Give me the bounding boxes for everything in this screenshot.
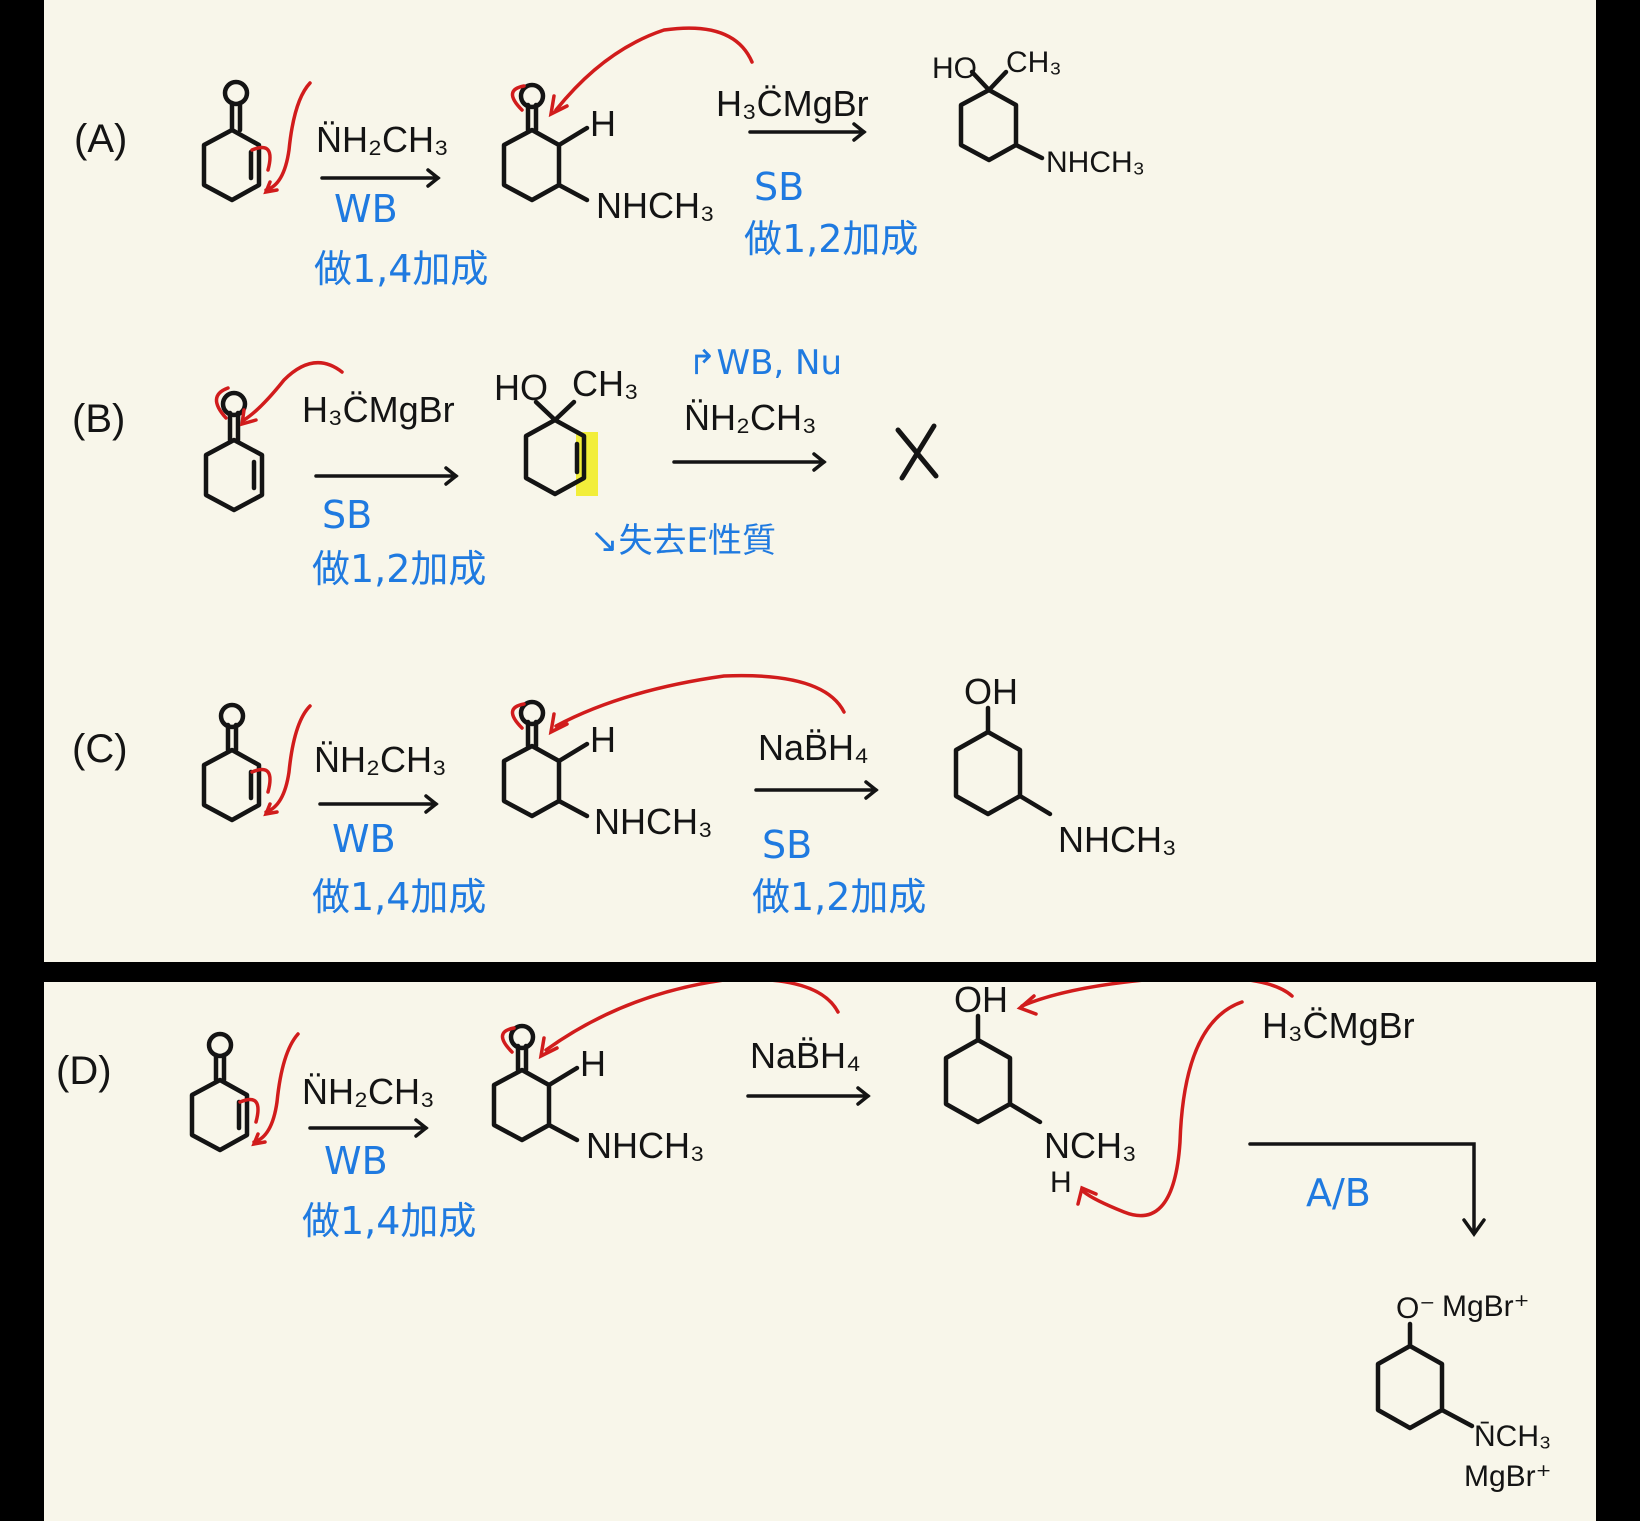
- row-c-note-2: 做1,2加成: [752, 875, 926, 919]
- row-c-reagent-2: NaB̈H₄: [758, 727, 869, 768]
- row-c-curly-arrow-2: [554, 673, 846, 728]
- row-a-label: (A): [74, 117, 127, 161]
- row-a-note-2: 做1,2加成: [744, 217, 918, 261]
- row-c-note-1: 做1,4加成: [312, 875, 486, 919]
- bottom-panel: (D) N̈H₂CH₃ WB 做1,4加成 H NHCH₃ NaB̈H₄: [44, 982, 1596, 1521]
- row-d-note-1: 做1,4加成: [302, 1199, 476, 1243]
- row-b-curly-arrow: [242, 360, 344, 422]
- row-b-no-reaction-mark: [895, 423, 939, 481]
- row-d-bent-arrow: [1248, 1142, 1486, 1238]
- row-c-intermediate: [501, 699, 590, 819]
- row-d-condition-3: A/B: [1306, 1171, 1371, 1215]
- top-scheme-canvas: (A) N̈H₂CH₃ WB 做1,4加成 H NHCH₃ H₃C̈MgBr S…: [72, 26, 1177, 919]
- row-a-curly-arrow-2: [554, 26, 754, 112]
- row-d-reagent-2: NaB̈H₄: [750, 1035, 861, 1076]
- row-c-prod-oh: OH: [964, 671, 1018, 712]
- row-c-reagent-1: N̈H₂CH₃: [314, 739, 447, 780]
- row-d-arrow-2: [746, 1086, 871, 1106]
- row-d-curly-arrows-1: [238, 1032, 300, 1147]
- row-d-reagent-3: H₃C̈MgBr: [1262, 1005, 1415, 1046]
- row-d-reagent-1: N̈H₂CH₃: [302, 1071, 435, 1112]
- row-c-condition-2: SB: [762, 823, 812, 867]
- row-d-enone: [189, 1031, 250, 1153]
- row-d-prod-oxygen: O⁻: [1396, 1292, 1435, 1325]
- row-b-int-ho: HO: [494, 367, 548, 408]
- row-d-curly-arrows-3: [1016, 982, 1294, 1218]
- row-a-condition-2: SB: [754, 165, 804, 209]
- row-c-enone: [201, 702, 262, 823]
- row-c-condition-1: WB: [332, 817, 396, 861]
- row-a-note-1: 做1,4加成: [314, 247, 488, 291]
- row-d-label: (D): [56, 1049, 112, 1093]
- row-a-product: [958, 69, 1045, 163]
- row-c-product: [953, 705, 1053, 817]
- row-b-side-note: ↘失去E性質: [590, 521, 776, 561]
- row-d-int2-substituent: NCH₃: [1044, 1125, 1137, 1166]
- row-a-reagent-2: H₃C̈MgBr: [716, 83, 869, 124]
- row-a-prod-ho: HO: [932, 52, 977, 85]
- row-d-curly-arrow-2: [544, 982, 840, 1052]
- row-a-condition-1: WB: [334, 187, 398, 231]
- row-c-prod-substituent: NHCH₃: [1058, 819, 1177, 860]
- row-b-alcohol: [523, 399, 598, 497]
- row-d-int-substituent: NHCH₃: [586, 1125, 705, 1166]
- row-b-reagent-2: N̈H₂CH₃: [684, 397, 817, 438]
- row-a-arrow-2: [748, 122, 867, 142]
- row-a-intermediate: [501, 82, 590, 203]
- row-b-enone: [203, 390, 265, 513]
- row-a-int-substituent: NHCH₃: [596, 185, 715, 226]
- row-d-int2-oh: OH: [954, 982, 1008, 1020]
- row-b-note-1: 做1,2加成: [312, 547, 486, 591]
- row-d-product: [1375, 1321, 1475, 1431]
- row-a-reagent-1: N̈H₂CH₃: [316, 119, 449, 160]
- row-b-condition-1: SB: [322, 493, 372, 537]
- top-panel: (A) N̈H₂CH₃ WB 做1,4加成 H NHCH₃ H₃C̈MgBr S…: [44, 0, 1596, 962]
- row-b-arrow-2: [672, 452, 827, 472]
- row-d-arrow-1: [308, 1118, 429, 1138]
- row-c-int-h: H: [590, 719, 616, 760]
- row-a-curly-arrows-1: [250, 81, 312, 195]
- bottom-scheme-canvas: (D) N̈H₂CH₃ WB 做1,4加成 H NHCH₃ NaB̈H₄: [56, 982, 1552, 1493]
- row-a-enone: [201, 79, 262, 203]
- row-b-label: (B): [72, 397, 125, 441]
- row-b-arrow-1: [314, 466, 459, 486]
- row-d-intermediate-2: [943, 1013, 1043, 1125]
- row-b-reagent-2-note: ↱WB, Nu: [688, 343, 842, 383]
- row-b-reagent-1: H₃C̈MgBr: [302, 389, 455, 430]
- row-d-prod-mgbr-1: MgBr⁺: [1442, 1290, 1530, 1323]
- row-d-int2-h: H: [1050, 1166, 1072, 1199]
- row-c-label: (C): [72, 727, 128, 771]
- row-c-int-substituent: NHCH₃: [594, 801, 713, 842]
- row-d-intermediate-1: [491, 1023, 580, 1143]
- row-c-arrow-2: [754, 780, 879, 800]
- row-d-prod-nitrogen: N̄CH₃: [1474, 1420, 1551, 1453]
- row-a-prod-substituent: NHCH₃: [1046, 146, 1145, 179]
- row-d-prod-mgbr-2: MgBr⁺: [1464, 1460, 1552, 1493]
- row-b-int-ch3: CH₃: [572, 363, 639, 404]
- row-d-condition-1: WB: [324, 1139, 388, 1183]
- row-a-int-h: H: [590, 103, 616, 144]
- highlight-mark: [576, 432, 598, 496]
- row-c-curly-arrows-1: [250, 704, 312, 817]
- row-a-arrow-1: [320, 168, 441, 188]
- row-d-int-h: H: [580, 1043, 606, 1084]
- row-c-arrow-1: [318, 794, 439, 814]
- row-a-prod-ch3: CH₃: [1006, 46, 1062, 79]
